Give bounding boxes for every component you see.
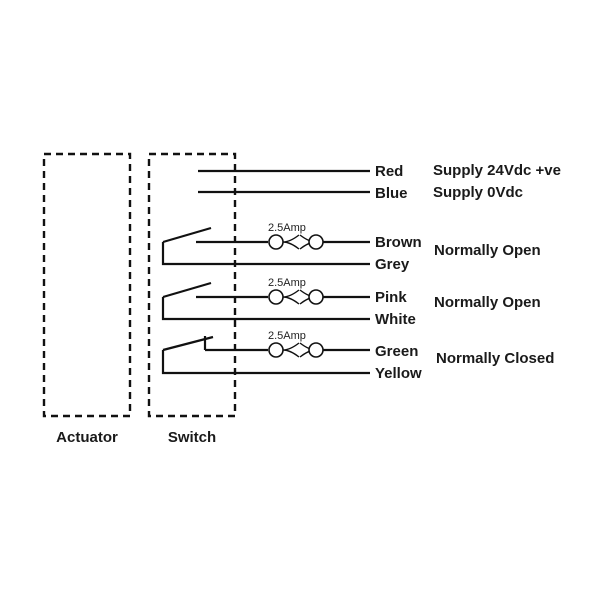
circuit-2-fuse-label: 2.5Amp bbox=[268, 277, 306, 289]
actuator-label: Actuator bbox=[56, 429, 118, 446]
circuit-1-fuse-icon bbox=[268, 234, 324, 250]
circuit-3-description: Normally Closed bbox=[436, 350, 554, 367]
circuit-1-switch-arm bbox=[162, 226, 212, 244]
circuit-1-wire-bottom-label: Grey bbox=[375, 256, 410, 273]
supply-description-positive: Supply 24Vdc +ve bbox=[433, 162, 561, 179]
circuit-3-fuse-label: 2.5Amp bbox=[268, 330, 306, 342]
switch-label: Switch bbox=[168, 429, 216, 446]
circuit-3-wire-bottom-label: Yellow bbox=[375, 365, 422, 382]
circuit-3-wire-top-label: Green bbox=[375, 343, 418, 360]
circuit-3-fuse-icon bbox=[268, 342, 324, 358]
supply-wire-label-blue: Blue bbox=[375, 185, 408, 202]
circuit-2-fuse-icon bbox=[268, 289, 324, 305]
circuit-3: 2.5Amp Green Yellow Normally Closed bbox=[161, 330, 554, 382]
circuit-2-wire-bottom-label: White bbox=[375, 311, 416, 328]
circuit-2-return-wire bbox=[161, 297, 370, 321]
actuator-box bbox=[42, 152, 132, 418]
circuit-2-description: Normally Open bbox=[434, 294, 541, 311]
circuit-1-description: Normally Open bbox=[434, 242, 541, 259]
circuit-1-return-wire bbox=[161, 242, 370, 266]
circuit-3-return-wire bbox=[161, 350, 370, 375]
circuit-1: 2.5Amp Brown Grey Normally Open bbox=[161, 222, 541, 273]
circuit-2-switch-arm bbox=[162, 281, 212, 299]
switch-box bbox=[147, 152, 237, 418]
circuit-1-fuse-label: 2.5Amp bbox=[268, 222, 306, 234]
supply-description-zero: Supply 0Vdc bbox=[433, 184, 523, 201]
supply-wire-label-red: Red bbox=[375, 163, 403, 180]
circuit-1-wire-top-label: Brown bbox=[375, 234, 422, 251]
circuit-2: 2.5Amp Pink White Normally Open bbox=[161, 277, 541, 328]
circuit-2-wire-top-label: Pink bbox=[375, 289, 407, 306]
